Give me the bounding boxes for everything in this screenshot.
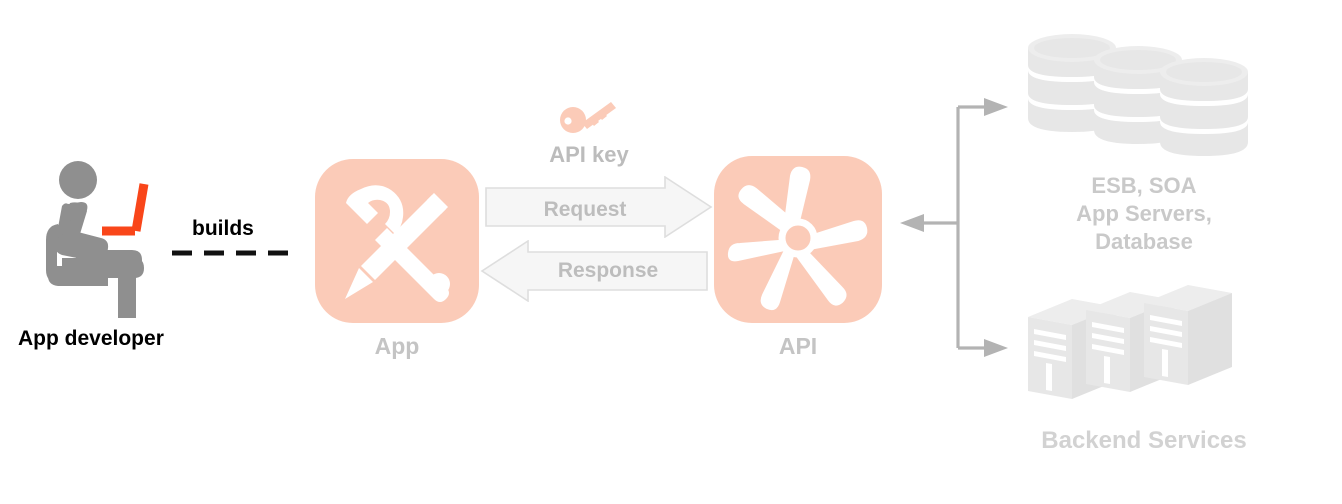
datastore-label-line-1: ESB, SOA (1091, 173, 1197, 198)
app-caption: App (374, 333, 420, 359)
key-icon (558, 99, 620, 133)
datastore-label-line-2: App Servers, (1076, 201, 1212, 226)
datastore-label-line-3: Database (1095, 229, 1193, 254)
database-stack-icon (1028, 34, 1260, 156)
app-tile[interactable] (315, 159, 479, 323)
developer-label: App developer (18, 327, 164, 350)
api-key-label: API key (549, 142, 629, 167)
request-arrow (485, 175, 713, 239)
builds-dashed-line (170, 244, 304, 256)
api-caption: API (778, 333, 818, 359)
api-tile[interactable] (714, 156, 882, 323)
response-arrow (480, 239, 708, 303)
response-label: Response (557, 259, 659, 282)
backend-label: Backend Services (1041, 427, 1247, 454)
backend-connector-lines (890, 95, 1025, 360)
wrench-and-pencil-icon (315, 159, 479, 323)
server-racks-icon (1028, 285, 1260, 403)
request-label: Request (543, 198, 627, 221)
datastore-label: ESB, SOA App Servers, Database (1004, 172, 1284, 256)
builds-label: builds (192, 217, 254, 240)
api-star-icon (714, 156, 882, 323)
developer-icon (40, 158, 175, 318)
